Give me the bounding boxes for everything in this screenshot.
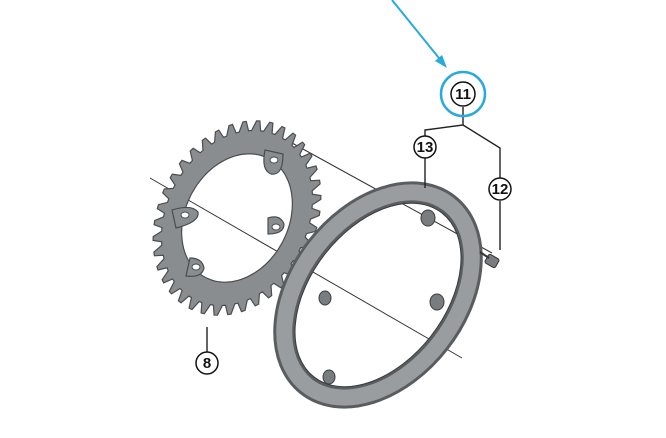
callout-11: 11 xyxy=(450,81,476,107)
fixing-bolt xyxy=(479,251,500,269)
callout-8-label: 8 xyxy=(203,355,211,372)
highlight-ring xyxy=(439,70,487,118)
highlight-arrow xyxy=(391,0,447,68)
chain-guard xyxy=(273,181,483,409)
callout-13: 13 xyxy=(413,135,437,159)
chainring xyxy=(152,120,322,316)
callout-8: 8 xyxy=(195,351,219,375)
callout-13-label: 13 xyxy=(417,139,434,156)
callout-12-label: 12 xyxy=(492,181,509,198)
callout-11-label: 11 xyxy=(455,86,471,103)
callout-12: 12 xyxy=(488,177,512,201)
